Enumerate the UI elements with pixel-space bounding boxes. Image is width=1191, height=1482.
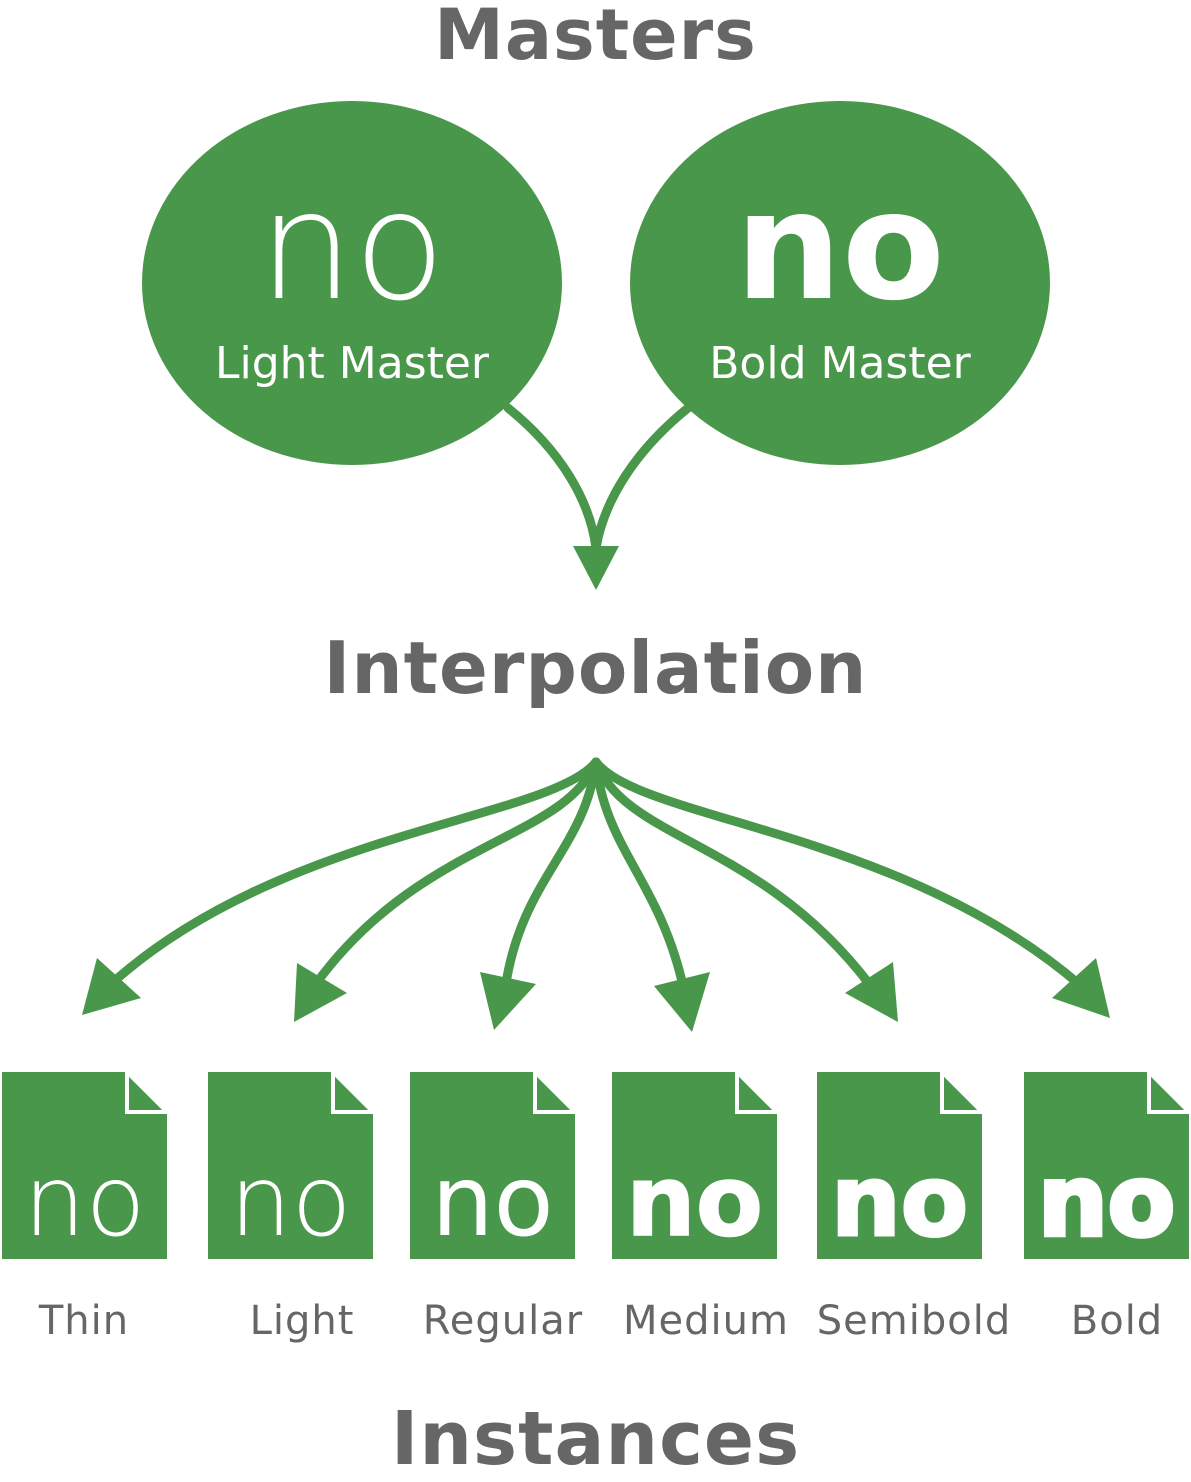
instance-thin: no (2, 1067, 172, 1259)
instance-label: Medium (623, 1298, 789, 1344)
instance-glyph: no (626, 1145, 763, 1259)
bold-master-glyph: no (735, 160, 945, 334)
document-icon (208, 1072, 373, 1259)
bold-master-ellipse (630, 101, 1050, 465)
document-icon (2, 1072, 167, 1259)
instance-glyph: no (23, 1145, 145, 1259)
page-fold-icon (533, 1067, 580, 1114)
document-icon (410, 1072, 575, 1259)
light-master-label: Light Master (215, 338, 490, 389)
page-fold-cutout (944, 1070, 984, 1110)
document-icon (1024, 1072, 1189, 1259)
instance-arrows (105, 757, 1085, 995)
light-master-node: no Light Master (142, 101, 562, 465)
instance-glyph: no (229, 1145, 351, 1259)
arrow-to-regular (500, 757, 601, 995)
bold-master-node: no Bold Master (630, 101, 1050, 465)
arrow-to-semibold (591, 757, 875, 990)
instance-label: Light (249, 1298, 355, 1344)
page-fold-icon (1147, 1067, 1191, 1114)
arrow-to-medium (591, 757, 689, 995)
instance-medium: no (612, 1067, 782, 1260)
page-fold-icon (331, 1067, 378, 1114)
page-fold-cutout (1151, 1070, 1191, 1110)
instance-light: no (208, 1067, 378, 1259)
instance-glyph: no (431, 1145, 553, 1259)
instance-label: Bold (1070, 1298, 1164, 1344)
instance-label: Thin (38, 1298, 130, 1344)
document-icon (612, 1072, 777, 1259)
light-master-ellipse (142, 101, 562, 465)
master-arrowhead (573, 546, 619, 590)
arrow-light-master (503, 403, 601, 553)
masters-heading: Masters (434, 0, 757, 76)
bold-master-label: Bold Master (709, 338, 971, 389)
instance-regular: no (410, 1067, 580, 1259)
arrowhead-regular (480, 972, 536, 1030)
arrowhead-medium (654, 972, 710, 1032)
page-fold-cutout (335, 1070, 375, 1110)
instance-bold: no (1024, 1067, 1191, 1261)
page-fold-cutout (739, 1070, 779, 1110)
master-arrows (503, 403, 693, 553)
arrowhead-thin (82, 958, 141, 1015)
light-master-glyph: no (259, 160, 446, 334)
instance-label: Regular (422, 1298, 584, 1344)
instance-label: Semibold (816, 1298, 1012, 1344)
interpolation-heading: Interpolation (323, 626, 868, 710)
page-fold-cutout (129, 1070, 169, 1110)
instance-semibold: no (817, 1067, 987, 1261)
page-fold-icon (735, 1067, 782, 1114)
document-icon (817, 1072, 982, 1259)
arrowhead-bold (1052, 958, 1110, 1018)
instances-heading: Instances (390, 1396, 801, 1482)
page-fold-icon (940, 1067, 987, 1114)
instance-glyph: no (1038, 1145, 1175, 1259)
page-fold-icon (125, 1067, 172, 1114)
arrow-to-bold (591, 757, 1085, 990)
arrowhead-light (294, 963, 347, 1022)
arrow-bold-master (591, 403, 693, 553)
arrowhead-semibold (845, 962, 898, 1022)
instance-glyph: no (831, 1145, 968, 1259)
arrow-to-light (310, 757, 601, 990)
arrow-to-thin (105, 757, 601, 990)
page-fold-cutout (537, 1070, 577, 1110)
